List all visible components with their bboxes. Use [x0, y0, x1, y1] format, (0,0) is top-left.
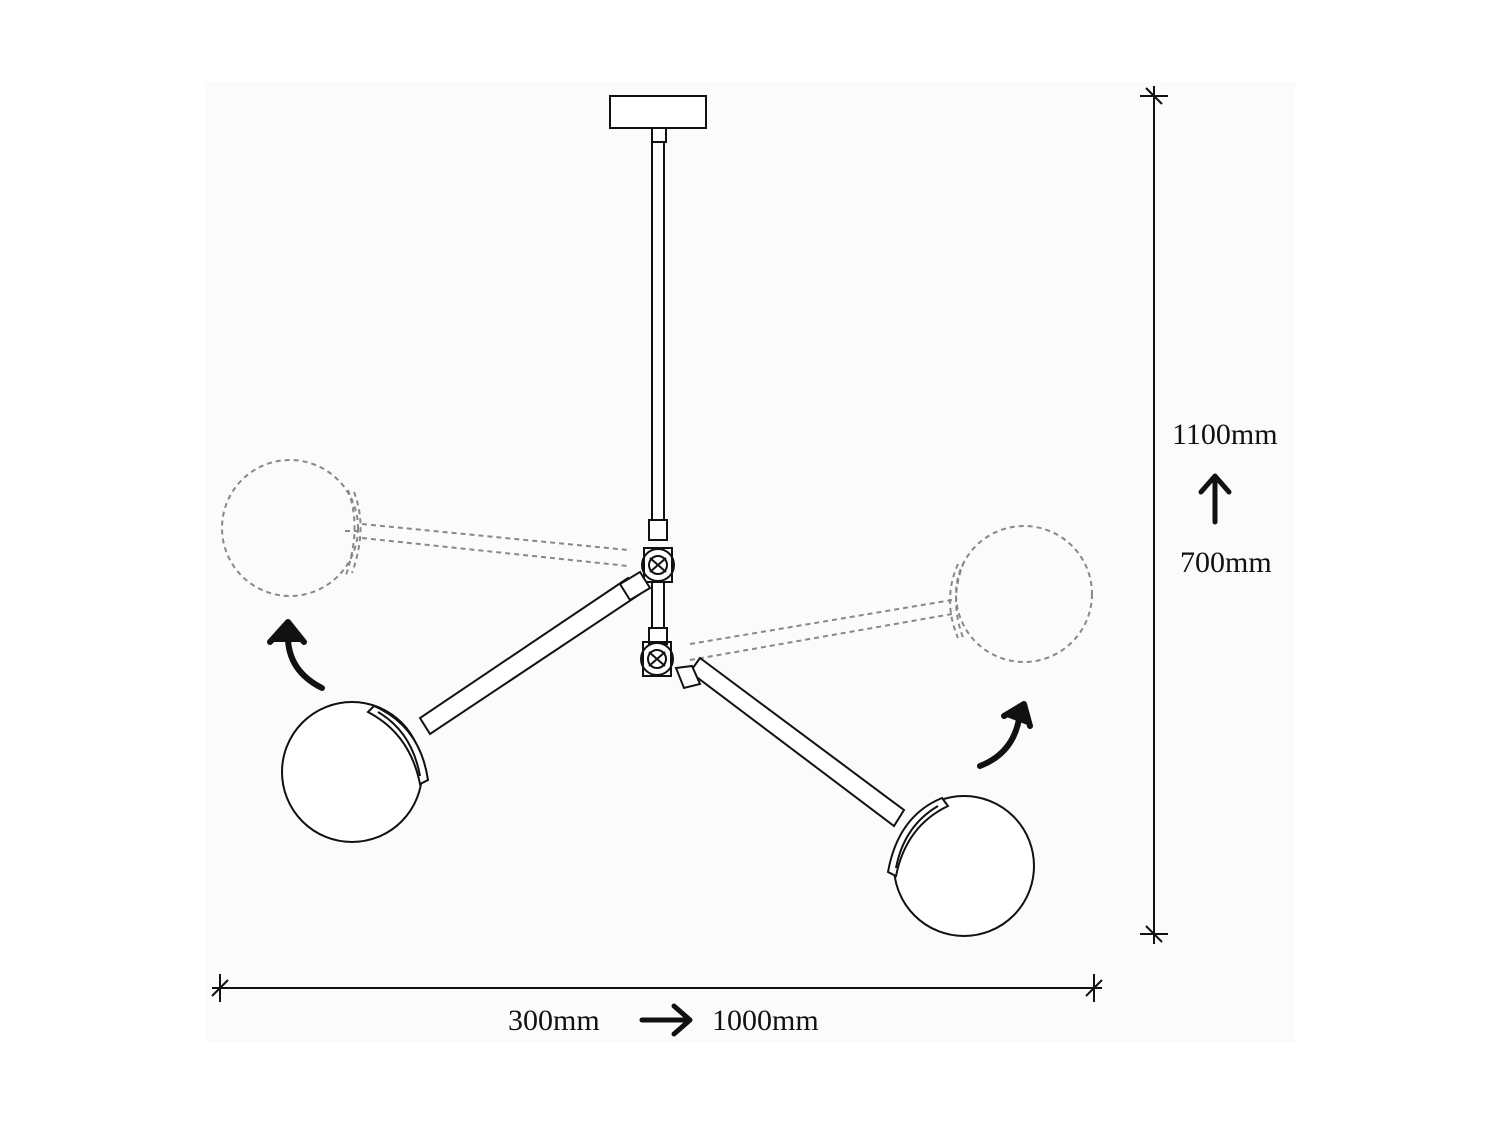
- right-arrow-icon: [639, 1003, 693, 1037]
- drawing-panel: [205, 82, 1295, 1042]
- ghost-right-cap: [955, 561, 965, 641]
- ghost-left-globe: [221, 459, 359, 597]
- lower-joint: [640, 641, 674, 677]
- rod-collar: [648, 519, 668, 541]
- upper-joint: [641, 547, 675, 645]
- width-max-label: 1000mm: [712, 1004, 819, 1037]
- width-min-label: 300mm: [508, 1004, 600, 1037]
- left-globe-cap: [366, 704, 430, 786]
- ghost-left-arm: [221, 459, 629, 597]
- canopy-connector: [651, 127, 667, 143]
- width-dimension-line: [211, 974, 1103, 1002]
- height-min-label: 700mm: [1180, 546, 1272, 579]
- height-max-label: 1100mm: [1172, 418, 1278, 451]
- ghost-right-arm: [689, 525, 1093, 663]
- ceiling-canopy: [609, 95, 707, 129]
- rotate-arrow-left: [267, 619, 325, 691]
- ghost-right-globe: [955, 525, 1093, 663]
- height-dimension-line: [1140, 86, 1168, 944]
- left-arm: [281, 570, 652, 843]
- main-rod: [651, 141, 665, 521]
- up-arrow-icon: [1198, 473, 1232, 525]
- rotate-arrow-right: [977, 701, 1033, 769]
- ceiling-mount: [609, 95, 707, 541]
- right-globe-cap: [886, 796, 950, 878]
- right-arm: [674, 656, 1035, 937]
